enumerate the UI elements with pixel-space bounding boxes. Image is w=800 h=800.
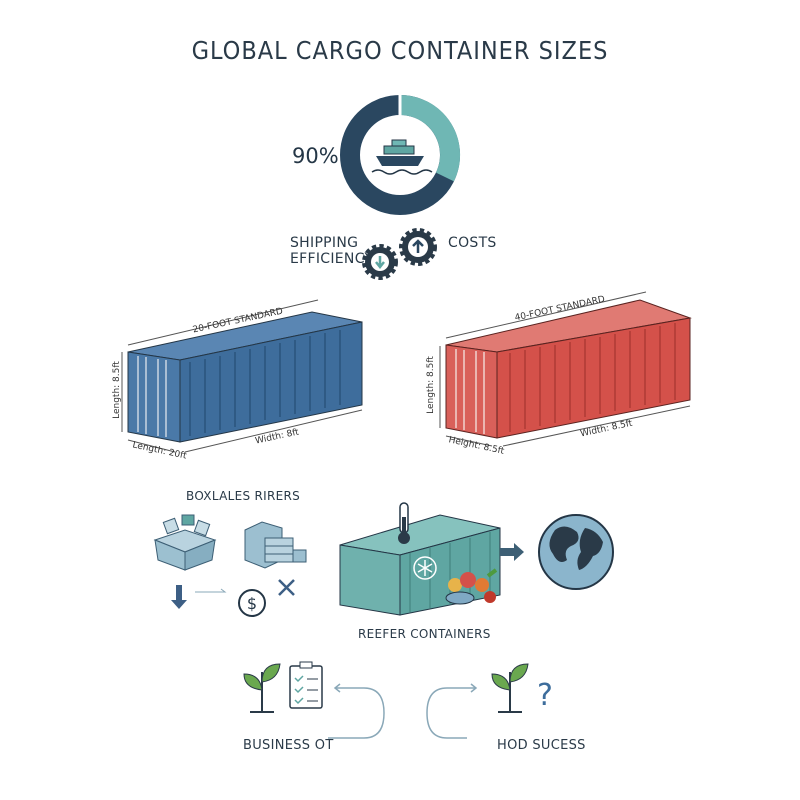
reefer-label: REEFER CONTAINERS	[358, 627, 491, 641]
produce-icon	[445, 568, 498, 605]
flow-arrow-right	[426, 683, 478, 739]
reefer-container	[339, 514, 501, 616]
ship-icon	[371, 139, 433, 175]
container-20ft-height: Length: 8.5ft	[111, 361, 122, 419]
container-40ft-height: Length: 8.5ft	[425, 356, 436, 414]
costs-label: COSTS	[448, 235, 497, 251]
footer-right-label: HOD SUCESS	[497, 738, 586, 753]
open-box-icon	[153, 514, 217, 571]
container-20ft	[121, 299, 363, 453]
dollar-icon: $	[238, 589, 266, 617]
gear-up-icon	[399, 228, 437, 266]
checklist-icon	[289, 661, 323, 709]
container-40ft	[439, 291, 692, 447]
thermometer-icon	[398, 502, 410, 544]
plant-icon	[243, 663, 281, 713]
boxes-section-title: BOXLALES RIRERS	[186, 489, 301, 503]
flow-arrow-left	[328, 683, 385, 739]
label-line: SHIPPING	[290, 235, 359, 251]
footer-left-label: BUSINESS OT	[243, 738, 334, 753]
label-line: EFFICIENCY	[290, 251, 374, 267]
plant-icon	[491, 663, 529, 713]
x-icon	[278, 579, 295, 596]
globe-icon	[538, 514, 614, 590]
down-arrow-icon	[171, 585, 187, 609]
question-icon: ?	[537, 678, 553, 713]
right-arrow-icon	[500, 543, 524, 561]
svg-text:$: $	[247, 594, 257, 613]
donut-chart	[340, 94, 461, 215]
snowflake-icon	[413, 556, 437, 580]
arrow-line	[195, 588, 227, 593]
page-title: GLOBAL CARGO CONTAINER SIZES	[191, 36, 609, 65]
stacked-boxes-icon	[244, 521, 307, 569]
donut-percent: 90%	[292, 144, 339, 168]
gear-down-icon	[362, 244, 398, 280]
